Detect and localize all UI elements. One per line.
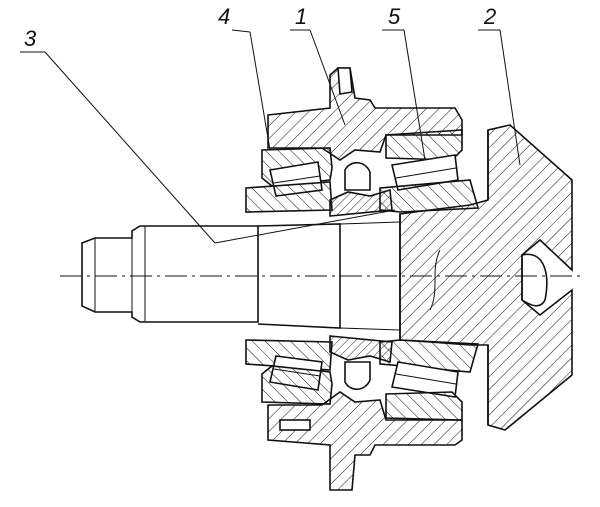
bearing-5-lower [379,339,480,421]
housing-upper [267,67,463,161]
callout-3: 3 [24,26,37,51]
housing-lower [267,391,463,491]
callout-1: 1 [295,4,307,29]
callout-5: 5 [388,4,401,29]
shaft [81,214,401,340]
bearing-4-upper [245,147,333,213]
callout-4: 4 [218,4,230,29]
leader-lines [20,29,521,244]
bearing-5-upper [379,129,480,213]
callout-2: 2 [483,4,496,29]
bearing-4-lower [245,339,333,405]
